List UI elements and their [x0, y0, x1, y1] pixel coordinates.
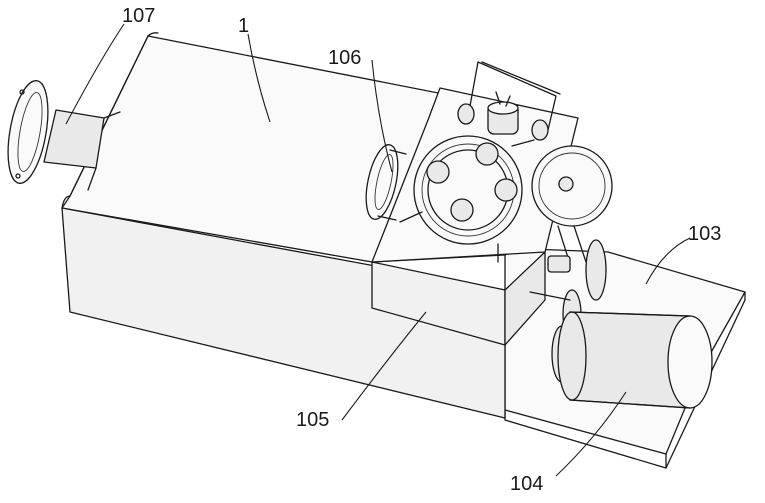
leader-106	[371, 59, 393, 173]
leader-103	[645, 237, 691, 285]
leader-104	[555, 391, 627, 477]
label-104: 104	[510, 473, 544, 495]
label-1: 1	[238, 15, 250, 37]
leader-lines	[65, 23, 691, 477]
leader-1	[247, 33, 271, 123]
inlet-pipe	[7, 80, 121, 191]
label-105: 105	[296, 409, 330, 431]
top-frame	[457, 61, 561, 141]
label-103: 103	[688, 223, 722, 245]
motor	[557, 311, 713, 409]
large-ring-gear	[399, 135, 535, 263]
label-107: 107	[122, 5, 156, 27]
label-106: 106	[328, 47, 362, 69]
leader-105	[341, 311, 427, 421]
right-spur-gear	[531, 145, 613, 265]
leader-107	[65, 23, 125, 125]
